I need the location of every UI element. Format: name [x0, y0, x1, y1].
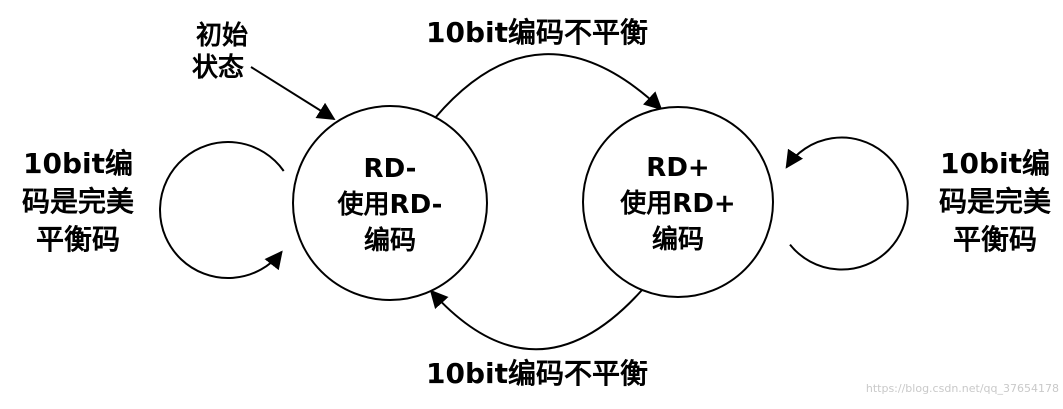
- rd-plus-state-label-line2: 使用RD+: [619, 189, 735, 219]
- right-self-loop-arrow: [785, 136, 909, 271]
- initial-state-arrow: [250, 66, 336, 120]
- bottom-transition-label: 10bit编码不平衡: [426, 357, 648, 390]
- top-transition-arrow: [434, 53, 663, 119]
- left-loop-label-line1: 10bit编: [23, 147, 133, 180]
- right-loop-label-line3: 平衡码: [953, 223, 1037, 256]
- rd-plus-state-circle: [582, 106, 774, 298]
- right-loop-label-line1: 10bit编: [940, 147, 1050, 180]
- rd-minus-state-label-line1: RD-: [364, 154, 417, 184]
- right-loop-label-line2: 码是完美: [939, 185, 1051, 218]
- rd-plus-state-label-line3: 编码: [652, 224, 704, 255]
- rd-minus-state-circle: [292, 105, 488, 301]
- left-loop-label-line2: 码是完美: [22, 185, 134, 218]
- watermark-text: https://blog.csdn.net/qq_37654178: [866, 382, 1059, 395]
- initial-state-label-line1: 初始: [196, 21, 248, 51]
- rd-minus-state-label-line2: 使用RD-: [337, 190, 443, 220]
- top-transition-label: 10bit编码不平衡: [426, 16, 648, 49]
- left-self-loop-arrow: [159, 141, 285, 280]
- bottom-transition-arrow: [429, 289, 643, 351]
- rd-minus-state-label-line3: 编码: [364, 225, 416, 256]
- initial-state-label-line2: 状态: [192, 52, 244, 83]
- rd-plus-state-label-line1: RD+: [646, 153, 709, 183]
- left-loop-label-line3: 平衡码: [36, 223, 120, 256]
